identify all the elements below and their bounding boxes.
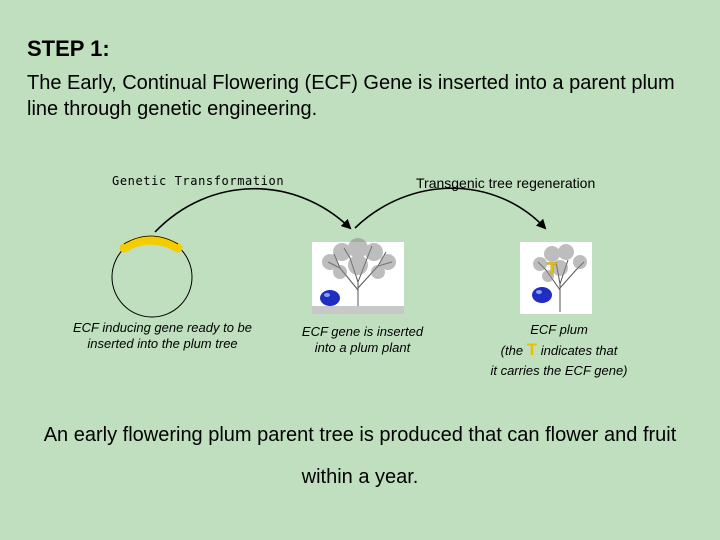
caption-ecf-plum-line3: it carries the ECF gene): [490, 363, 628, 378]
caption-ecf-plum: ECF plum (the T indicates that it carrie…: [470, 320, 648, 381]
step-description: The Early, Continual Flowering (ECF) Gen…: [27, 72, 675, 120]
arrow-label-transgenic-regeneration: Transgenic tree regeneration: [416, 175, 596, 191]
plum-fruit-icon: [532, 287, 552, 303]
arrow-transgenic-regeneration: [354, 187, 547, 230]
caption-ecf-plum-line2: (the T indicates that: [470, 340, 648, 361]
caption-text: (the: [500, 343, 524, 358]
caption-ecf-plum-line1: ECF plum: [530, 322, 588, 337]
caption-text: indicates that: [540, 343, 618, 358]
plum-fruit-icon: [320, 290, 340, 306]
plum-tree-icon: [312, 238, 404, 314]
caption-gene: ECF inducing gene ready to be inserted i…: [73, 320, 252, 351]
arrow-label-genetic-transformation: Genetic Transformation: [112, 174, 285, 188]
conclusion-text: An early flowering plum parent tree is p…: [43, 424, 677, 488]
caption-inserted: ECF gene is inserted into a plum plant: [301, 324, 424, 355]
t-marker: T: [547, 259, 558, 278]
t-marker-inline: T: [526, 340, 538, 359]
arrow-genetic-transformation: [154, 187, 352, 233]
step-title: STEP 1:: [27, 36, 110, 61]
gene-plasmid: [111, 235, 193, 318]
ecf-gene-arc: [119, 235, 183, 253]
ecf-plum-tree-icon: T: [520, 242, 592, 314]
